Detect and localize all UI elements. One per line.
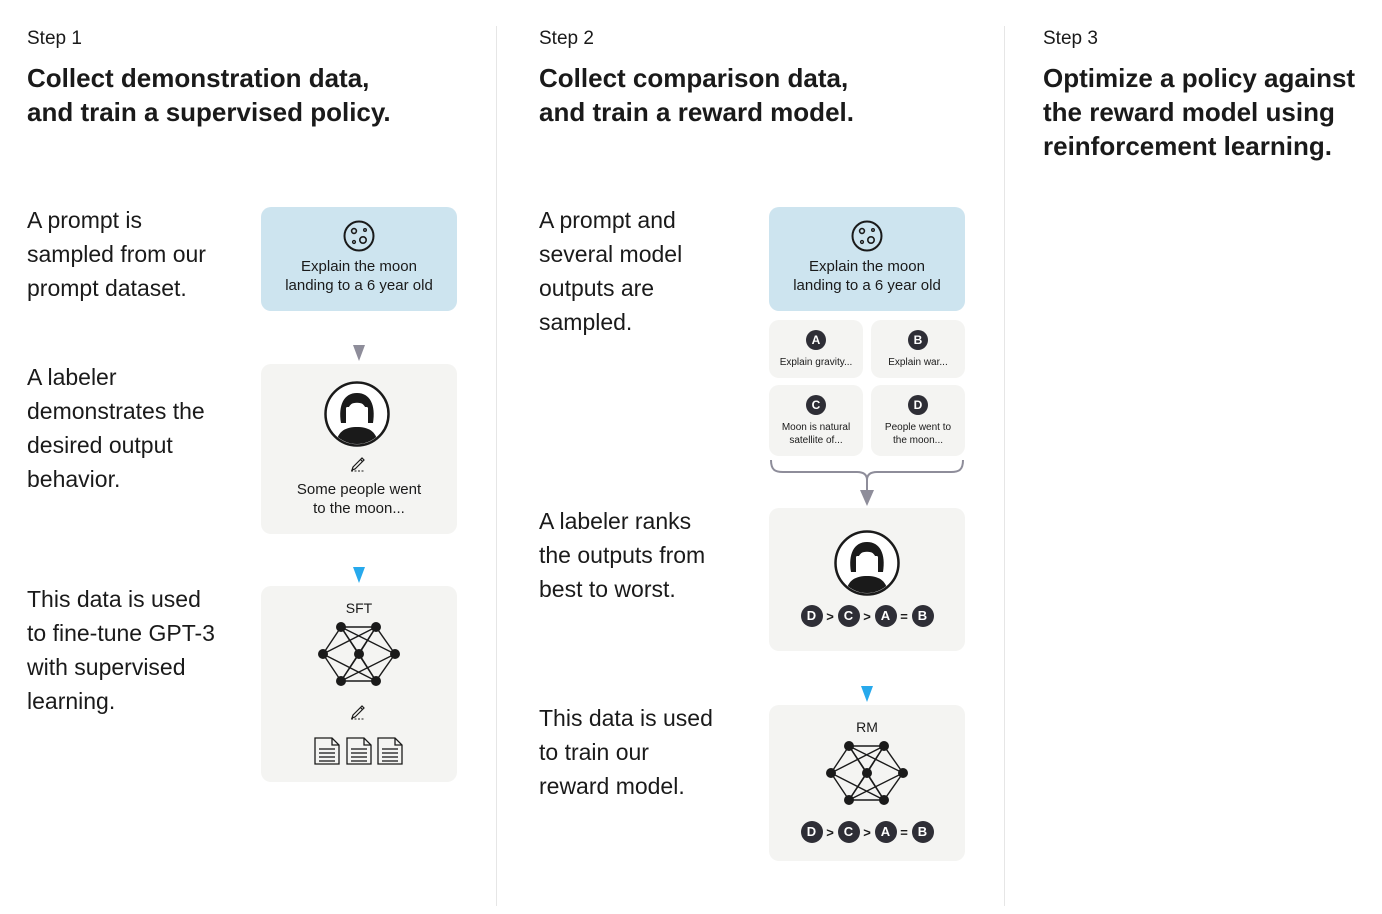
output-text: Explain war... bbox=[888, 357, 948, 368]
rank-operator: > bbox=[826, 608, 834, 624]
rank-item: A bbox=[874, 605, 897, 627]
column-divider bbox=[496, 26, 497, 906]
rank-item: C bbox=[837, 605, 860, 627]
output-badge: D bbox=[908, 395, 928, 415]
rank-operator: = bbox=[900, 824, 908, 840]
rank-operator: = bbox=[900, 608, 908, 624]
pencil-icon bbox=[351, 457, 365, 472]
rank-operator: > bbox=[826, 824, 834, 840]
rank-item: D bbox=[800, 821, 823, 843]
step1-description-demonstrate: A labeler demonstrates the desired outpu… bbox=[27, 364, 205, 492]
moon-icon bbox=[851, 220, 883, 252]
step2-ranking-card: D > C > A = B bbox=[769, 508, 965, 651]
step1-description-prompt: A prompt is sampled from our prompt data… bbox=[27, 207, 206, 301]
rank-item: C bbox=[837, 821, 860, 843]
ranking-row: D > C > A = B bbox=[769, 821, 965, 843]
document-icon bbox=[314, 737, 403, 765]
bracket-arrow bbox=[770, 459, 964, 506]
step1-title: Collect demonstration data, and train a … bbox=[27, 63, 391, 127]
rank-operator: > bbox=[863, 824, 871, 840]
output-card-b: B Explain war... bbox=[871, 320, 965, 378]
step2-prompt-text: Explain the moon landing to a 6 year old bbox=[793, 258, 941, 294]
neural-network-icon bbox=[826, 741, 908, 805]
neural-network-icon bbox=[318, 622, 400, 686]
moon-icon bbox=[343, 220, 375, 252]
rm-model-label: RM bbox=[856, 719, 878, 735]
output-text: People went to the moon... bbox=[884, 422, 952, 446]
step1-demonstration-text: Some people went to the moon... bbox=[296, 481, 422, 517]
step1-label: Step 1 bbox=[27, 28, 82, 49]
step2-description-sample: A prompt and several model outputs are s… bbox=[539, 207, 683, 335]
rank-item: A bbox=[874, 821, 897, 843]
step1-sft-card: SFT bbox=[261, 586, 457, 782]
step3-label: Step 3 bbox=[1043, 28, 1098, 49]
rank-item: D bbox=[800, 605, 823, 627]
output-badge: C bbox=[806, 395, 826, 415]
rank-item: B bbox=[911, 605, 934, 627]
rank-operator: > bbox=[863, 608, 871, 624]
output-text: Moon is natural satellite of... bbox=[781, 422, 851, 446]
step1-prompt-card: Explain the moon landing to a 6 year old bbox=[261, 207, 457, 311]
arrow-down-blue bbox=[861, 686, 873, 702]
rank-item: B bbox=[911, 821, 934, 843]
column-divider bbox=[1004, 26, 1005, 906]
person-icon bbox=[834, 530, 900, 596]
step2-title: Collect comparison data, and train a rew… bbox=[539, 63, 854, 127]
arrow-down-gray bbox=[353, 345, 365, 361]
sft-model-label: SFT bbox=[345, 600, 373, 616]
step3-title: Optimize a policy against the reward mod… bbox=[1043, 63, 1356, 161]
step1-description-finetune: This data is used to fine-tune GPT-3 wit… bbox=[27, 586, 215, 714]
step1-prompt-text: Explain the moon landing to a 6 year old bbox=[285, 258, 433, 294]
step2-description-train: This data is used to train our reward mo… bbox=[539, 705, 713, 799]
step2-rm-card: RM D > C > A = bbox=[769, 705, 965, 861]
step2-prompt-card: Explain the moon landing to a 6 year old bbox=[769, 207, 965, 311]
output-card-d: D People went to the moon... bbox=[871, 385, 965, 456]
output-text: Explain gravity... bbox=[779, 357, 853, 368]
pencil-icon bbox=[351, 705, 365, 720]
person-icon bbox=[324, 381, 390, 447]
step1-demonstration-card: Some people went to the moon... bbox=[261, 364, 457, 534]
step2-description-rank: A labeler ranks the outputs from best to… bbox=[539, 508, 706, 602]
arrow-down-blue bbox=[353, 567, 365, 583]
output-card-a: A Explain gravity... bbox=[769, 320, 863, 378]
output-badge: B bbox=[908, 330, 928, 350]
output-badge: A bbox=[806, 330, 826, 350]
step2-label: Step 2 bbox=[539, 28, 594, 49]
ranking-row: D > C > A = B bbox=[769, 605, 965, 627]
output-card-c: C Moon is natural satellite of... bbox=[769, 385, 863, 456]
